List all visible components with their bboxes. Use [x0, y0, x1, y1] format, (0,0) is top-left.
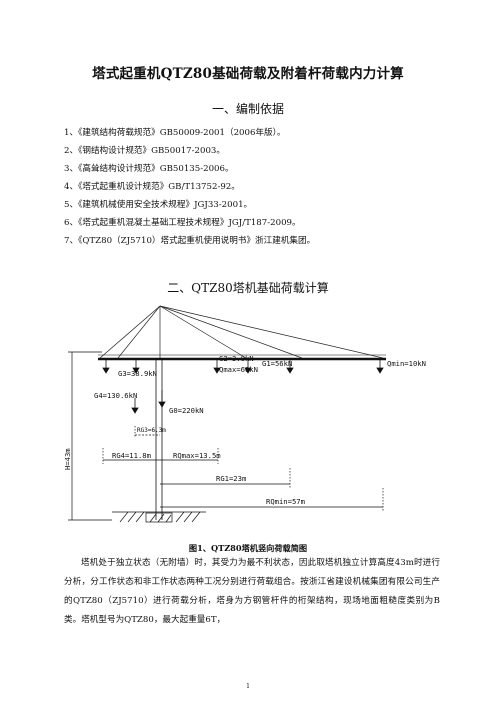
label-g1: G1=56kN: [262, 359, 292, 368]
section-heading-load: 二、QTZ80塔机基础荷载计算: [167, 281, 329, 295]
label-g0: G0=220kN: [169, 406, 204, 415]
document-title: 塔式起重机QTZ80基础荷载及附着杆荷载内力计算: [92, 66, 404, 82]
section-heading-basis: 一、编制依据: [211, 102, 284, 116]
reference-item: 7、《QTZ80（ZJ5710）塔式起重机使用说明书》浙江建机集团。: [64, 236, 316, 246]
crane-load-diagram: G3=38.9kN G2=3.8kN Qmax=60kN G1=56kN Qmi…: [63, 305, 426, 523]
label-g3: G3=38.9kN: [118, 369, 157, 378]
reference-item: 6、《塔式起重机混凝土基础工程技术规程》JGJ/T187-2009。: [64, 218, 301, 228]
body-paragraph: 塔机处于独立状态（无附墙）时，其受力为最不利状态，因此取塔机独立计算高度43m时…: [64, 558, 440, 625]
label-rg4: RG4=11.8m: [112, 451, 151, 460]
page-number: 1: [246, 683, 250, 690]
label-rg1: RG1=23m: [216, 474, 246, 483]
reference-item: 4、《塔式起重机设计规范》GB/T13752-92。: [64, 182, 240, 192]
reference-list: 1、《建筑结构荷载规范》GB50009-2001（2006年版）。 2、《钢结构…: [64, 124, 315, 250]
reference-item: 2、《钢结构设计规范》GB50017-2003。: [64, 146, 225, 156]
reference-item: 5、《建筑机械使用安全技术规程》JGJ33-2001。: [64, 200, 253, 210]
label-g4: G4=130.6kN: [94, 391, 137, 400]
figure-caption: 图1、QTZ80塔机竖向荷载简图: [188, 543, 308, 553]
ground-foundation: [112, 511, 206, 523]
reference-item: 3、《高耸结构设计规范》GB50135-2006。: [64, 164, 234, 174]
label-rqmax: RQmax=13.5m: [173, 451, 221, 460]
label-qmax: Qmax=60kN: [219, 365, 258, 374]
label-rg3: RG3=6.3m: [137, 427, 166, 434]
reference-item: 1、《建筑结构荷载规范》GB50009-2001（2006年版）。: [64, 128, 286, 138]
label-g2: G2=3.8kN: [219, 354, 254, 363]
label-rqmin: RQmin=57m: [266, 497, 305, 506]
label-height: H=43m: [63, 448, 72, 470]
label-qmin: Qmin=10kN: [387, 359, 426, 368]
